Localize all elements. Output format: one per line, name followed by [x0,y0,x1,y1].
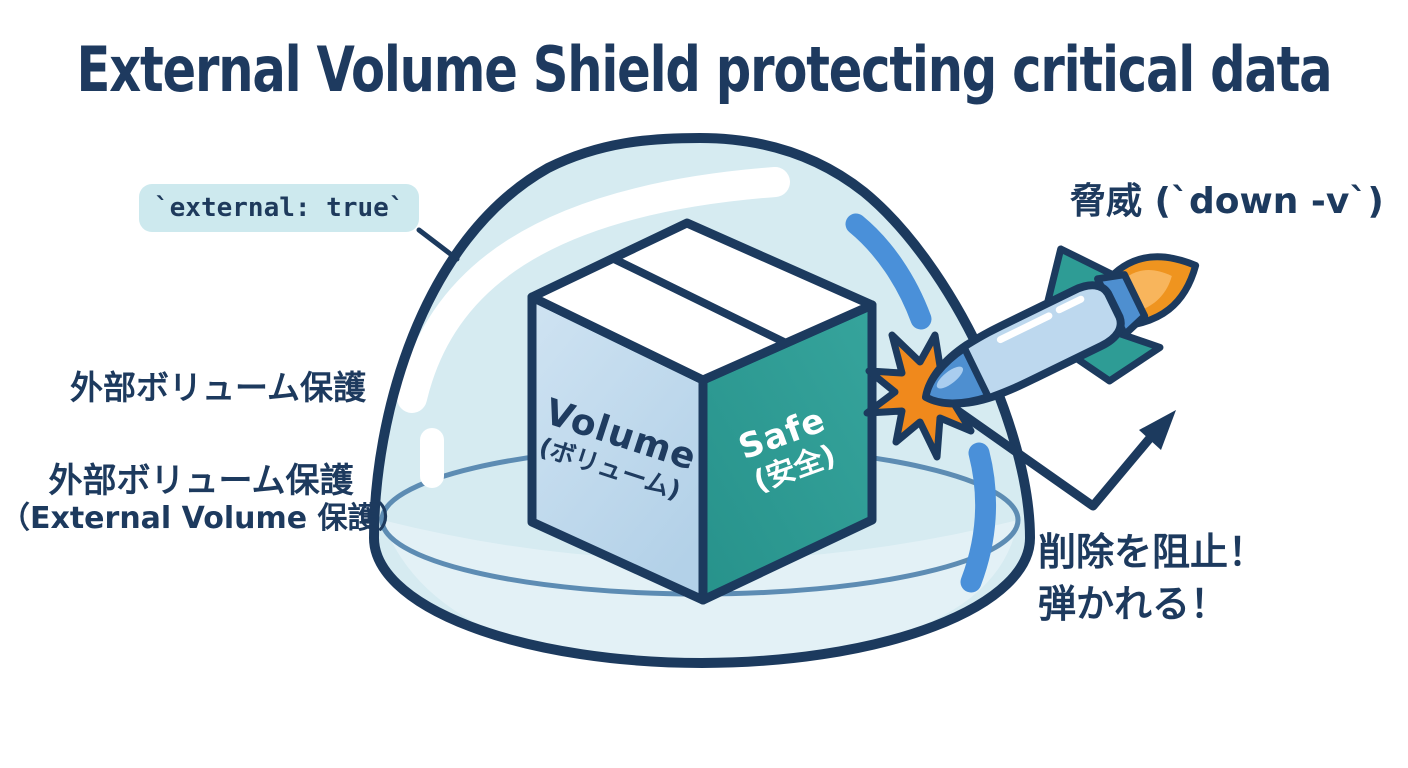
protection-label-bottom-en: （External Volume 保護） [0,501,408,536]
cube-top-seam [610,254,788,347]
result-line2: 弾かれる！ [1038,582,1229,626]
protection-label-bottom: 外部ボリューム保護 （External Volume 保護） [0,461,408,537]
missile-icon [922,245,1200,408]
result-line1: 削除を阻止！ [1038,530,1267,574]
protection-label-top: 外部ボリューム保護 [69,368,366,407]
external-flag-text: `external: true` [154,193,405,223]
threat-label: 脅威 (`down -v`) [1070,181,1384,222]
dome-outline [368,132,1036,668]
result-label: 削除を阻止！ 弾かれる！ [1038,526,1266,630]
dome-accent-dash-upper [845,213,932,330]
missile-body-highlight [996,295,1085,344]
arrowhead [1139,410,1176,450]
protection-label-bottom-jp: 外部ボリューム保護 [48,461,354,501]
missile-nose-highlight [936,366,964,389]
page-title: External Volume Shield protecting critic… [76,33,1333,106]
external-flag-connector [416,227,460,262]
deflection-arrow-icon [943,399,1176,511]
external-flag-label: `external: true` [139,184,420,232]
data-cube [527,218,877,605]
dome-highlight-streak [397,167,790,413]
dome-accent-dash-lower [960,442,997,593]
